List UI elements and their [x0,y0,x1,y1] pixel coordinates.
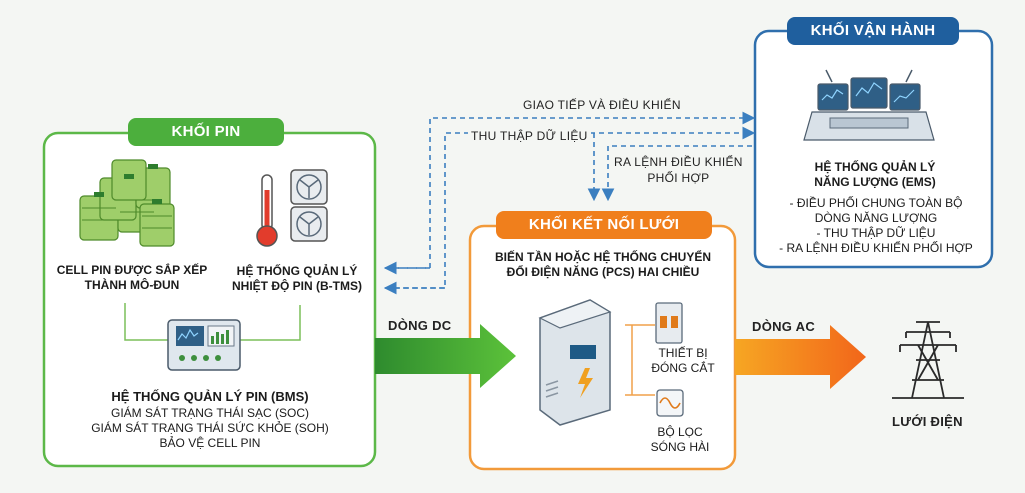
bms-monitor-icon [167,319,241,371]
dc-flow-label: DÒNG DC [388,318,452,333]
ems-item: - ĐIỀU PHỐI CHUNG TOÀN BỘ [789,196,963,210]
ems-items: - ĐIỀU PHỐI CHUNG TOÀN BỘ DÒNG NĂNG LƯỢN… [770,196,982,256]
btms-icon [256,169,328,247]
operation-block-title: KHỐI VẬN HÀNH [787,17,959,45]
bms-item: BẢO VỆ CELL PIN [159,436,261,450]
pcs-connect-lines [625,324,655,396]
bms-item: GIÁM SÁT TRẠNG THÁI SỨC KHỎE (SOH) [91,421,329,435]
battery-cells-icon [79,159,175,247]
ems-item: DÒNG NĂNG LƯỢNG [814,211,938,225]
ems-item: - RA LỆNH ĐIỀU KHIỂN PHỐI HỢP [779,241,973,255]
data-flow-label: THU THẬP DỮ LIỆU [468,129,591,143]
ems-control-desk-icon [803,69,935,141]
battery-block-title: KHỐI PIN [128,118,284,146]
grid-tower-icon [892,321,964,399]
ac-flow-label: DÒNG AC [752,319,816,334]
bms-description: HỆ THỐNG QUẢN LÝ PIN (BMS) GIÁM SÁT TRẠN… [60,389,360,451]
bms-connect-lines [124,303,301,341]
bms-item: GIÁM SÁT TRẠNG THÁI SẠC (SOC) [110,406,310,420]
grid-block-title: KHỐI KẾT NỐI LƯỚI [496,211,712,239]
dc-flow-arrow [375,324,516,388]
comm-flow-label: GIAO TIẾP VÀ ĐIỀU KHIỂN [523,98,681,112]
bms-title: HỆ THỐNG QUẢN LÝ PIN (BMS) [111,389,309,404]
pcs-cabinet-icon [538,299,612,426]
ems-item: - THU THẬP DỮ LIỆU [816,226,936,240]
filter-icon [656,389,684,417]
ac-flow-arrow [735,325,866,389]
grid-label: LƯỚI ĐIỆN [892,414,963,429]
breaker-icon [655,302,683,344]
